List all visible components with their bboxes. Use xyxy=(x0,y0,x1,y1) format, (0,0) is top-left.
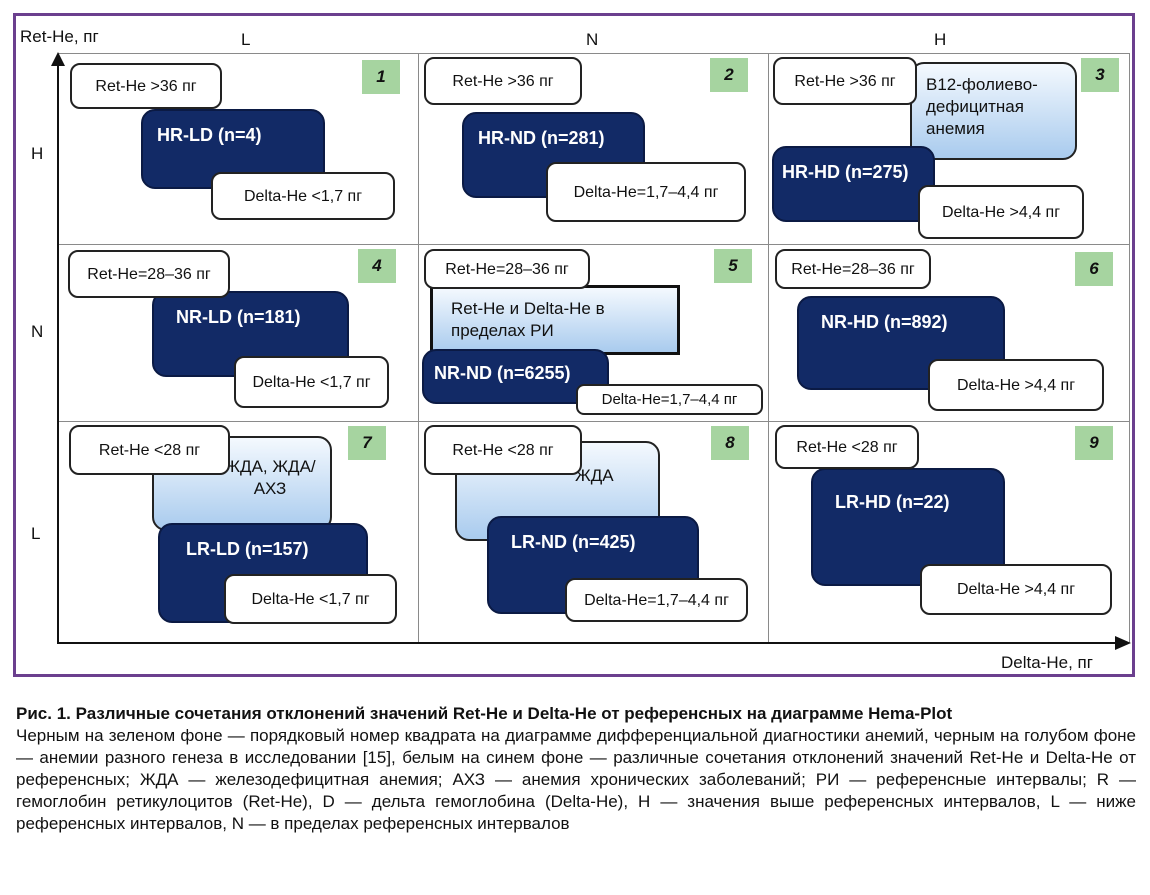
ret-he-box: Ret-He <28 пг xyxy=(775,425,919,469)
grid-line-row-1 xyxy=(58,244,1130,245)
reference-range-box: Ret-He и Delta-He в пределах РИ xyxy=(430,285,680,355)
delta-he-box: Delta-He >4,4 пг xyxy=(920,564,1112,615)
x-axis-line xyxy=(57,642,1117,644)
column-label-l: L xyxy=(241,30,251,49)
delta-he-box: Delta-He >4,4 пг xyxy=(928,359,1104,411)
cell-number-badge: 8 xyxy=(711,426,749,460)
ret-he-box: Ret-He >36 пг xyxy=(424,57,582,105)
cell-number-badge: 6 xyxy=(1075,252,1113,286)
caption-title: Рис. 1. Различные сочетания отклонений з… xyxy=(16,704,953,723)
y-axis-arrow-icon xyxy=(51,52,65,66)
row-label-n: N xyxy=(31,322,44,341)
group-box: HR-LD (n=4) xyxy=(141,109,325,189)
cell-number-badge: 4 xyxy=(358,249,396,283)
grid-line-row-2 xyxy=(58,421,1130,422)
delta-he-box: Delta-He <1,7 пг xyxy=(211,172,395,220)
grid-line-right xyxy=(1129,53,1130,643)
ret-he-box: Ret-He <28 пг xyxy=(69,425,230,475)
cell-number-badge: 2 xyxy=(710,58,748,92)
ret-he-box: Ret-He=28–36 пг xyxy=(424,249,590,289)
ret-he-box: Ret-He=28–36 пг xyxy=(775,249,931,289)
cell-number-badge: 5 xyxy=(714,249,752,283)
cell-number-badge: 9 xyxy=(1075,426,1113,460)
ret-he-box: Ret-He=28–36 пг xyxy=(68,250,230,298)
delta-he-box: Delta-He=1,7–4,4 пг xyxy=(565,578,748,622)
grid-line-col-1 xyxy=(418,53,419,643)
delta-he-box: Delta-He <1,7 пг xyxy=(234,356,389,408)
cell-number-badge: 7 xyxy=(348,426,386,460)
x-axis-arrow-icon xyxy=(1115,636,1131,650)
y-axis-title: Ret-He, пг xyxy=(20,27,99,46)
figure-caption: Рис. 1. Различные сочетания отклонений з… xyxy=(16,703,1136,835)
ret-he-box: Ret-He >36 пг xyxy=(773,57,917,105)
group-box: HR-HD (n=275) xyxy=(772,146,935,222)
column-label-h: H xyxy=(934,30,947,49)
caption-body: Черным на зеленом фоне — порядковый номе… xyxy=(16,726,1136,833)
delta-he-box: Delta-He=1,7–4,4 пг xyxy=(546,162,746,222)
grid-line-col-2 xyxy=(768,53,769,643)
y-axis-line xyxy=(57,64,59,644)
row-label-h: H xyxy=(31,144,44,163)
delta-he-box: Delta-He >4,4 пг xyxy=(918,185,1084,239)
row-label-l: L xyxy=(31,524,41,543)
delta-he-box: Delta-He <1,7 пг xyxy=(224,574,397,624)
delta-he-box: Delta-He=1,7–4,4 пг xyxy=(576,384,763,415)
cell-number-badge: 1 xyxy=(362,60,400,94)
column-label-n: N xyxy=(586,30,599,49)
group-box: LR-HD (n=22) xyxy=(811,468,1005,586)
ret-he-box: Ret-He >36 пг xyxy=(70,63,222,109)
x-axis-title: Delta-He, пг xyxy=(1001,653,1093,672)
ret-he-box: Ret-He <28 пг xyxy=(424,425,582,475)
grid-line-top xyxy=(58,53,1130,54)
cell-number-badge: 3 xyxy=(1081,58,1119,92)
anemia-box: B12-фолиево-дефицитная анемия xyxy=(910,62,1077,160)
